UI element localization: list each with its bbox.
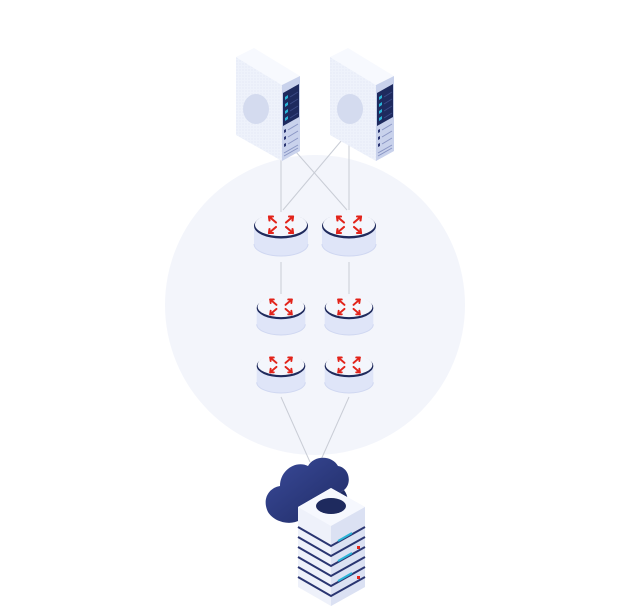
link-server-left-router-1r — [288, 143, 348, 211]
router-icon — [255, 295, 307, 336]
connectors — [280, 133, 350, 463]
link-router-3r-cloud — [319, 396, 350, 463]
router-icon — [320, 212, 378, 258]
rack-server-icon — [329, 47, 395, 162]
link-router-3l-cloud — [280, 396, 311, 463]
router-icon — [252, 212, 310, 258]
router-icon — [255, 353, 307, 394]
link-server-right-router-1l — [282, 133, 348, 211]
router-icon — [323, 295, 375, 336]
server-stack-icon — [297, 488, 366, 606]
router-icon — [323, 353, 375, 394]
rack-server-icon — [235, 47, 301, 162]
background-circle — [165, 155, 465, 455]
